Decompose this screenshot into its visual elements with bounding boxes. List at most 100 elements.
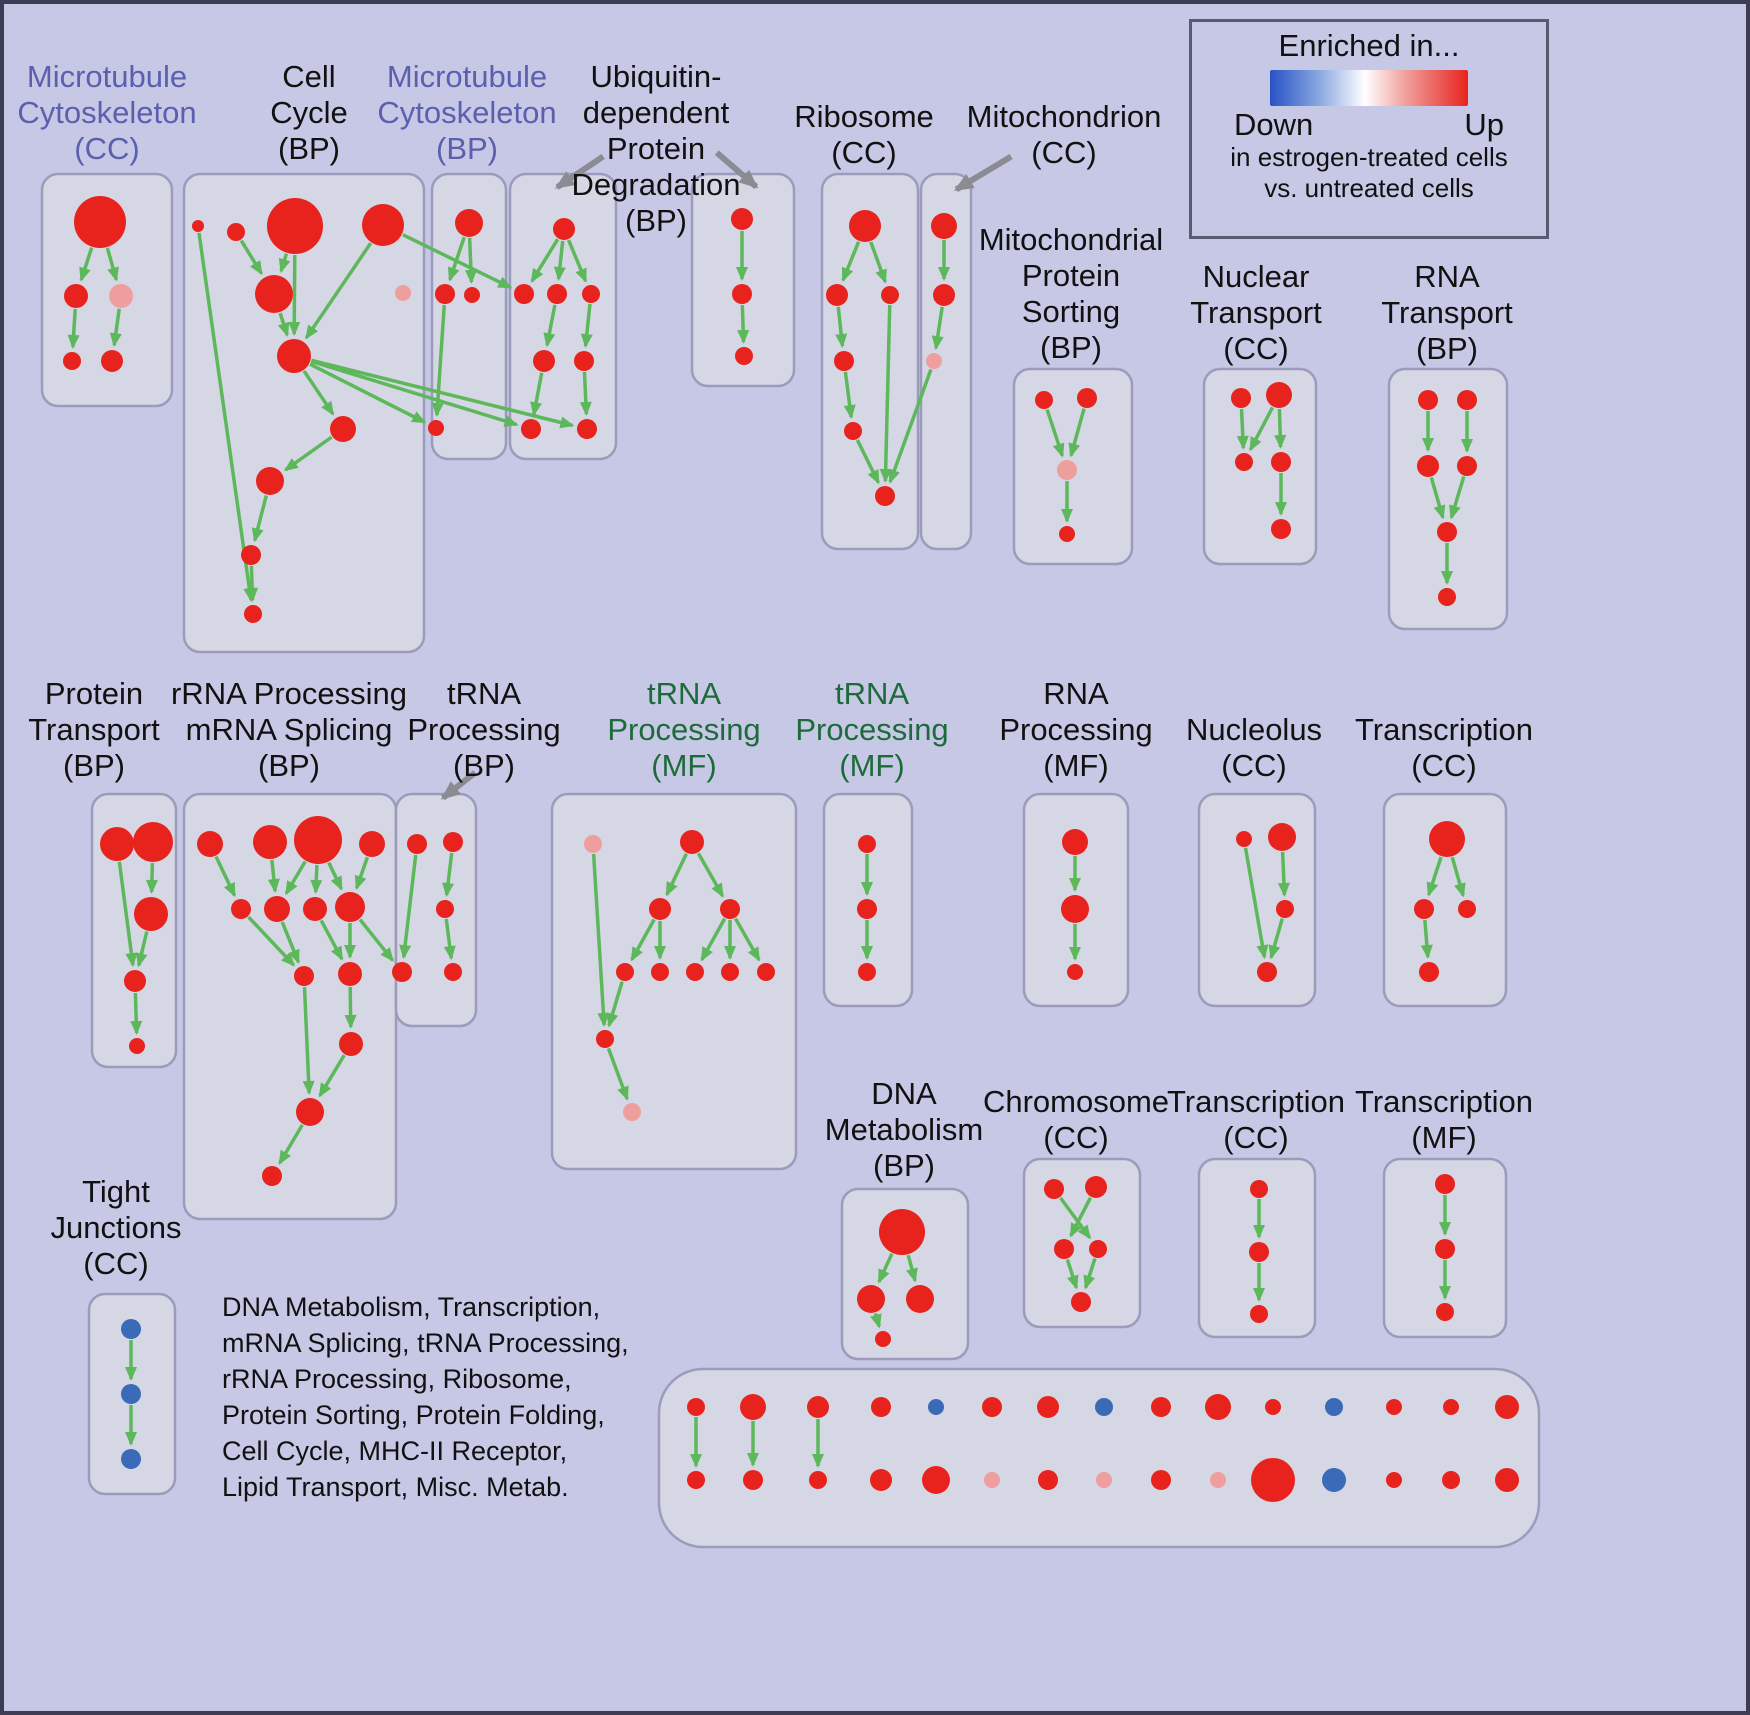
go-term-node (1442, 1471, 1460, 1489)
edge-arrow (130, 992, 143, 1036)
go-term-node (1257, 962, 1277, 982)
go-term-node (858, 835, 876, 853)
edge-arrow (1420, 919, 1433, 960)
edge-arrow (855, 439, 880, 485)
edge-arrow (869, 241, 887, 284)
edge-arrow (931, 306, 944, 351)
go-term-node (807, 1396, 829, 1418)
edge-arrow (443, 918, 456, 961)
legend: Enriched in... Down Up in estrogen-treat… (1189, 19, 1549, 239)
go-term-node (1059, 526, 1075, 542)
legend-subtitle-line2: vs. untreated cells (1264, 173, 1474, 203)
go-term-node (1236, 831, 1252, 847)
go-term-node (244, 605, 262, 623)
cluster-box-nucleolus-cc (1197, 792, 1317, 1008)
go-term-node (1417, 455, 1439, 477)
edge-arrow (696, 852, 725, 898)
go-term-node (1054, 1239, 1074, 1259)
go-term-node (277, 339, 311, 373)
go-term-node (1231, 388, 1251, 408)
misc-text-line: Protein Sorting, Protein Folding, (222, 1400, 605, 1430)
go-term-node (928, 1399, 944, 1415)
edge-arrow (1450, 856, 1466, 898)
edge-arrow (580, 303, 593, 349)
go-term-node (63, 352, 81, 370)
go-term-node (875, 486, 895, 506)
legend-subtitle-line1: in estrogen-treated cells (1230, 142, 1508, 172)
edge-arrow (354, 856, 370, 891)
go-term-node (732, 284, 752, 304)
cluster-box-rna-transport-bp (1387, 367, 1509, 631)
edge-arrow (117, 861, 138, 968)
edge-arrow (283, 435, 333, 472)
go-term-node (879, 1209, 925, 1255)
go-term-node (582, 285, 600, 303)
go-term-node (1386, 1399, 1402, 1415)
go-term-node (521, 419, 541, 439)
edge-arrow (841, 241, 861, 283)
go-term-node (1276, 900, 1294, 918)
edge-arrow (1248, 406, 1275, 452)
go-term-node (857, 1285, 885, 1313)
go-term-node (849, 210, 881, 242)
go-term-node (743, 1470, 763, 1490)
edge-arrow (1426, 856, 1443, 897)
go-term-node (1038, 1470, 1058, 1490)
edge-arrow (304, 242, 373, 340)
edge-arrow (1449, 476, 1466, 520)
go-term-node (1418, 390, 1438, 410)
go-term-node (1266, 382, 1292, 408)
edge-arrow (302, 369, 335, 416)
go-term-node (616, 963, 634, 981)
go-term-node (857, 899, 877, 919)
cross-cluster-edge-arrow (311, 358, 575, 429)
go-term-node (121, 1449, 141, 1469)
cluster-box-mixed-misc-clusters (657, 1367, 1541, 1549)
edge-arrow (835, 306, 848, 349)
go-term-node (192, 220, 204, 232)
edge-arrow (553, 240, 566, 282)
misc-text-line: Lipid Transport, Misc. Metab. (222, 1472, 569, 1502)
go-term-node (931, 213, 957, 239)
cross-cluster-edge-arrow (358, 918, 394, 962)
go-term-node (338, 962, 362, 986)
edge-arrow (310, 864, 323, 895)
edge-arrow (277, 312, 290, 337)
go-term-node (1322, 1468, 1346, 1492)
go-term-node (596, 1030, 614, 1048)
edge-arrow (278, 253, 291, 273)
go-term-node (1044, 1179, 1064, 1199)
misc-text-line: Cell Cycle, MHC-II Receptor, (222, 1436, 568, 1466)
go-term-node (687, 1471, 705, 1489)
go-term-node (553, 218, 575, 240)
go-term-node (809, 1471, 827, 1489)
go-term-node (1249, 1242, 1269, 1262)
edge-arrow (1243, 847, 1269, 960)
go-term-node (1071, 1292, 1091, 1312)
edge-arrow (877, 1253, 894, 1284)
go-term-node (933, 284, 955, 306)
go-term-node (834, 351, 854, 371)
edge-arrow (278, 1124, 304, 1165)
edge-arrow (566, 239, 588, 283)
edge-arrow (251, 495, 268, 543)
legend-up-label: Up (1464, 107, 1504, 142)
go-term-node (922, 1466, 950, 1494)
cross-cluster-edge-arrow (888, 368, 933, 484)
go-term-node (227, 223, 245, 241)
go-term-node (649, 898, 671, 920)
go-term-node (1210, 1472, 1226, 1488)
edge-arrow (318, 1054, 346, 1098)
go-term-node (1057, 460, 1077, 480)
go-term-node (1325, 1398, 1343, 1416)
go-term-node (436, 900, 454, 918)
go-term-node (514, 284, 534, 304)
go-term-node (121, 1319, 141, 1339)
go-term-node (574, 351, 594, 371)
cross-cluster-edge-arrow (309, 362, 427, 424)
go-term-node (1062, 829, 1088, 855)
edge-arrow (591, 853, 610, 1028)
go-term-node (720, 899, 740, 919)
edge-arrow (214, 855, 237, 898)
edge-arrow (239, 239, 263, 276)
